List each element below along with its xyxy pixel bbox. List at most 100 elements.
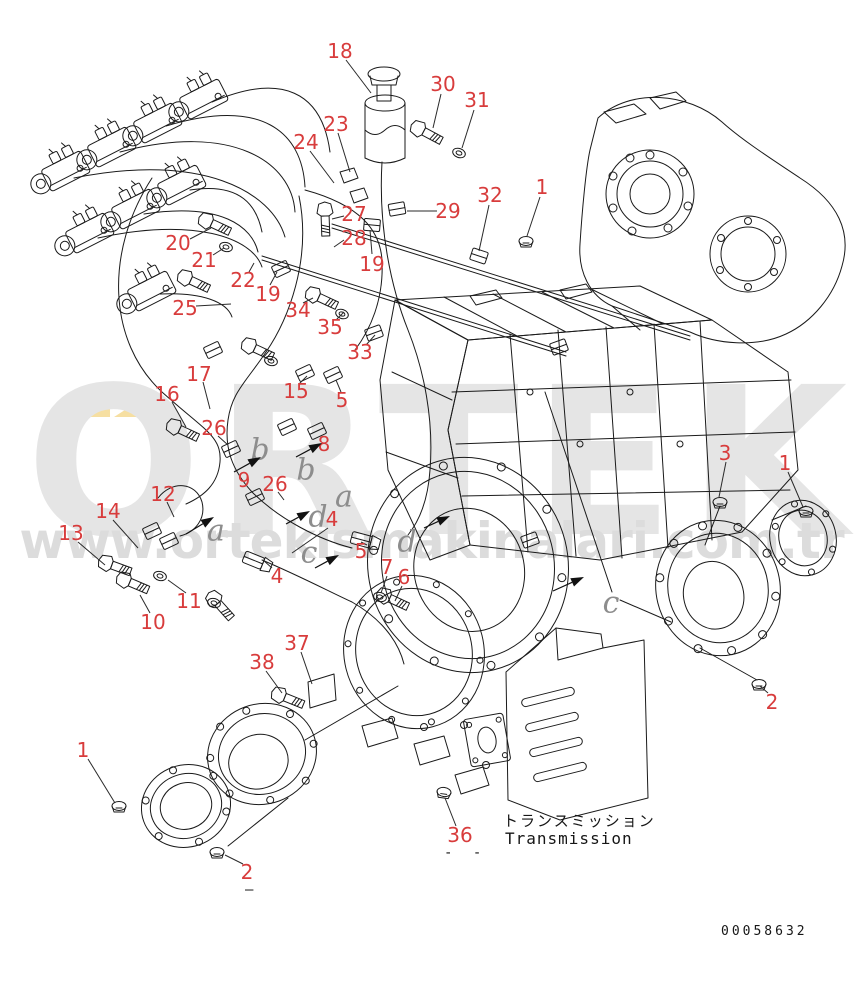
view-letter-b: b — [296, 453, 315, 488]
callout-22: 22 — [230, 268, 255, 292]
callout-14: 14 — [95, 499, 120, 523]
leader-line — [759, 685, 769, 694]
callout-11: 11 — [176, 589, 201, 613]
callout-26: 26 — [262, 472, 287, 496]
tick-mark: - - — [444, 845, 488, 861]
callout-37: 37 — [284, 631, 309, 655]
leader-line — [189, 227, 212, 240]
callout-34: 34 — [285, 298, 310, 322]
leader-line — [166, 501, 175, 518]
view-letter-c: c — [603, 586, 620, 621]
callout-7: 7 — [381, 555, 394, 579]
leader-line — [269, 271, 278, 286]
callout-23: 23 — [323, 112, 348, 136]
callout-27: 27 — [341, 202, 366, 226]
callout-26: 26 — [201, 416, 226, 440]
transmission-case — [379, 283, 799, 561]
leader-line — [302, 297, 314, 304]
leader-line — [202, 381, 211, 410]
leader-line — [380, 575, 388, 594]
view-letter-a: a — [207, 514, 225, 549]
callout-2: 2 — [766, 690, 779, 714]
leader-line — [171, 401, 187, 428]
right-side-covers — [655, 499, 837, 657]
solenoid-valve-cluster — [19, 64, 230, 320]
assembly-lines — [227, 391, 807, 847]
callout-17: 17 — [186, 362, 211, 386]
view-arrow-icon — [436, 516, 450, 526]
leader-line — [262, 559, 273, 569]
view-arrow-tail — [185, 523, 204, 535]
callout-19: 19 — [359, 252, 384, 276]
leader-line — [526, 196, 541, 237]
callout-3: 3 — [719, 441, 732, 465]
callout-18: 18 — [327, 39, 352, 63]
view-arrow-icon — [325, 555, 339, 566]
louver-cover — [361, 627, 649, 821]
view-letter-d: d — [397, 525, 416, 560]
leader-line — [300, 651, 313, 685]
leader-line — [331, 215, 345, 220]
view-arrow-tail — [552, 581, 573, 592]
leader-line — [298, 375, 308, 385]
leader-line — [337, 132, 351, 173]
leader-line — [77, 541, 106, 566]
callout-10: 10 — [140, 610, 165, 634]
callout-1: 1 — [77, 738, 90, 762]
view-letter-c: c — [301, 536, 318, 571]
leader-line — [444, 797, 457, 827]
leader-line — [360, 541, 368, 546]
leader-line — [167, 579, 187, 594]
view-arrow-tail — [233, 462, 250, 473]
machine-line-art — [19, 64, 846, 859]
callout-4: 4 — [326, 507, 339, 531]
callout-35: 35 — [317, 315, 342, 339]
leader-line — [224, 854, 244, 865]
leader-line — [195, 303, 232, 307]
leader-line — [87, 758, 116, 804]
leader-line — [217, 435, 229, 446]
callout-24: 24 — [293, 130, 318, 154]
plate-37 — [307, 673, 337, 709]
view-arrow-icon — [247, 457, 261, 468]
leader-line — [394, 585, 403, 602]
callout-4: 4 — [271, 564, 284, 588]
view-arrow-icon — [200, 517, 214, 528]
callout-31: 31 — [464, 88, 489, 112]
leader-line — [309, 150, 335, 184]
callout-1: 1 — [536, 175, 549, 199]
callout-28: 28 — [341, 226, 366, 250]
view-arrow-tail — [295, 448, 311, 458]
leader-line — [461, 109, 475, 149]
view-letter-d: d — [308, 500, 327, 535]
torque-converter-housing — [579, 91, 846, 344]
leader-line — [365, 334, 376, 346]
view-arrow-tail — [314, 560, 328, 569]
callout-5: 5 — [355, 539, 368, 563]
callout-32: 32 — [477, 183, 502, 207]
callout-20: 20 — [165, 231, 190, 255]
leader-line — [265, 670, 283, 694]
view-arrow-tail — [423, 520, 439, 529]
leader-line — [277, 491, 285, 501]
bottom-left-covers — [140, 702, 318, 848]
callout-21: 21 — [191, 248, 216, 272]
leader-line — [345, 59, 372, 94]
callout-1: 1 — [779, 451, 792, 475]
view-arrow-icon — [570, 577, 584, 587]
callout-6: 6 — [398, 565, 411, 589]
callout-15: 15 — [283, 379, 308, 403]
callout-12: 12 — [150, 482, 175, 506]
callout-8: 8 — [318, 432, 331, 456]
breather-reservoir — [364, 66, 406, 164]
callout-29: 29 — [435, 199, 460, 223]
callout-16: 16 — [154, 382, 179, 406]
leader-line — [248, 262, 255, 273]
drawing-number: 00058632 — [721, 924, 808, 939]
view-arrow-icon — [308, 443, 322, 454]
leader-line — [369, 229, 373, 255]
callout-30: 30 — [430, 72, 455, 96]
